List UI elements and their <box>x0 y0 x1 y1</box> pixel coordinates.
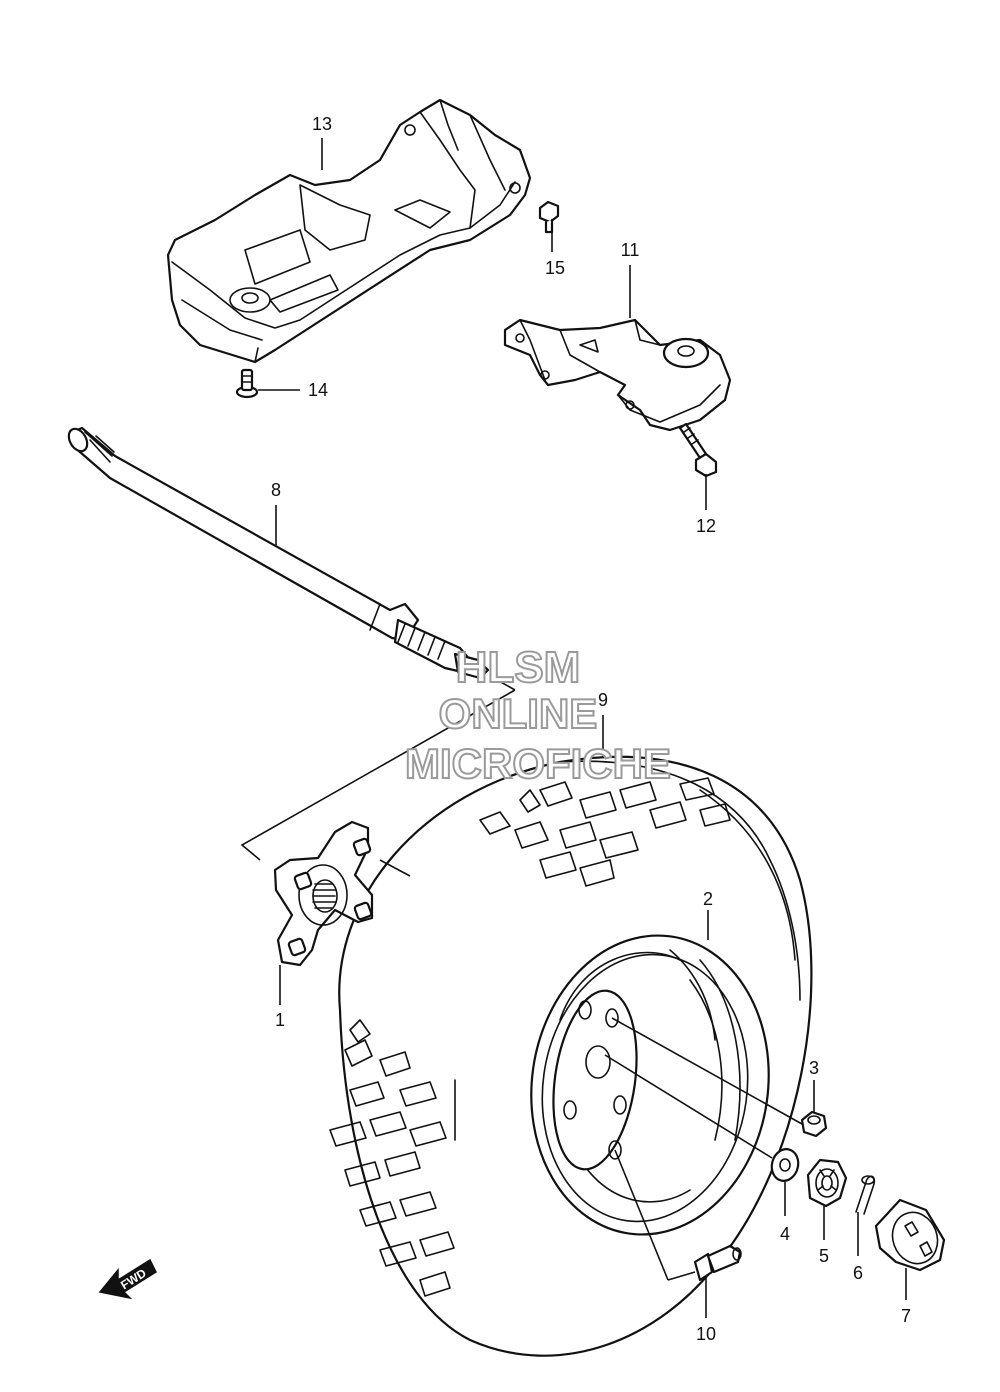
callout-5: 5 <box>819 1246 829 1266</box>
axle-shaft-part-8 <box>67 426 490 680</box>
leader-lines <box>258 138 907 1318</box>
callout-13: 13 <box>312 114 332 134</box>
bolt-part-15 <box>538 200 560 234</box>
watermark-line-1: HLSM <box>456 643 581 692</box>
callout-7: 7 <box>901 1306 911 1326</box>
callout-3: 3 <box>809 1058 819 1078</box>
watermark-line-3: MICROFICHE <box>405 740 671 787</box>
callout-numbers: 1 2 3 4 5 6 7 8 9 10 11 12 13 14 15 <box>271 114 911 1344</box>
bolt-part-12 <box>678 422 718 478</box>
skid-plate-part-13 <box>166 98 532 364</box>
watermark-line-2: ONLINE <box>439 690 598 737</box>
castle-nut-part-5 <box>806 1158 848 1208</box>
watermark: HLSM ONLINE MICROFICHE <box>404 642 672 788</box>
callout-12: 12 <box>696 516 716 536</box>
rim-part-2 <box>530 934 770 1236</box>
callout-14: 14 <box>308 380 328 400</box>
nut-part-3 <box>800 1110 828 1138</box>
callout-15: 15 <box>545 258 565 278</box>
washer-part-4 <box>770 1148 800 1182</box>
bolt-part-14 <box>235 368 259 399</box>
callout-11: 11 <box>621 240 640 260</box>
callout-10: 10 <box>696 1324 716 1344</box>
callout-2: 2 <box>703 889 713 909</box>
assembly-bracket-line <box>240 675 516 877</box>
hub-part-1 <box>273 820 374 967</box>
callout-1: 1 <box>275 1010 285 1030</box>
callout-9: 9 <box>598 690 608 710</box>
hub-cap-part-7 <box>874 1198 946 1272</box>
forward-direction-arrow: FWD <box>98 1258 157 1300</box>
callout-4: 4 <box>780 1224 790 1244</box>
cotter-pin-part-6 <box>855 1175 876 1215</box>
valve-stem-part-10 <box>693 1244 742 1282</box>
callout-6: 6 <box>853 1263 863 1283</box>
callout-8: 8 <box>271 480 281 500</box>
bracket-part-11 <box>503 318 732 432</box>
